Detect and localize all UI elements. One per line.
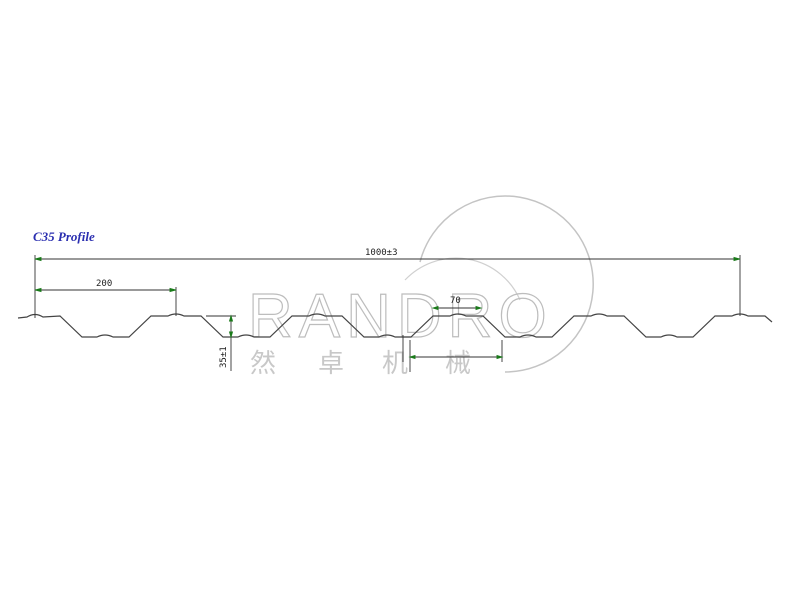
watermark-arc	[419, 195, 594, 373]
height-label: 35±1	[219, 346, 229, 368]
watermark-char: 械	[445, 349, 471, 379]
dimension-pitch	[34, 287, 177, 316]
watermark: RANDRO 然 卓 机 械	[247, 195, 594, 379]
top-width-label: 70	[450, 296, 461, 306]
dimension-height	[206, 314, 236, 371]
pitch-label: 200	[96, 279, 112, 289]
profile-title: C35 Profile	[33, 229, 95, 244]
dimension-bottom-width	[402, 335, 504, 372]
profile-line	[17, 313, 773, 338]
overall-width-label: 1000±3	[365, 248, 398, 258]
watermark-char: 卓	[318, 349, 344, 379]
watermark-char: 然	[250, 349, 276, 379]
watermark-char: 机	[382, 349, 408, 379]
dimension-top-width	[431, 305, 483, 311]
dimension-overall	[34, 255, 741, 318]
